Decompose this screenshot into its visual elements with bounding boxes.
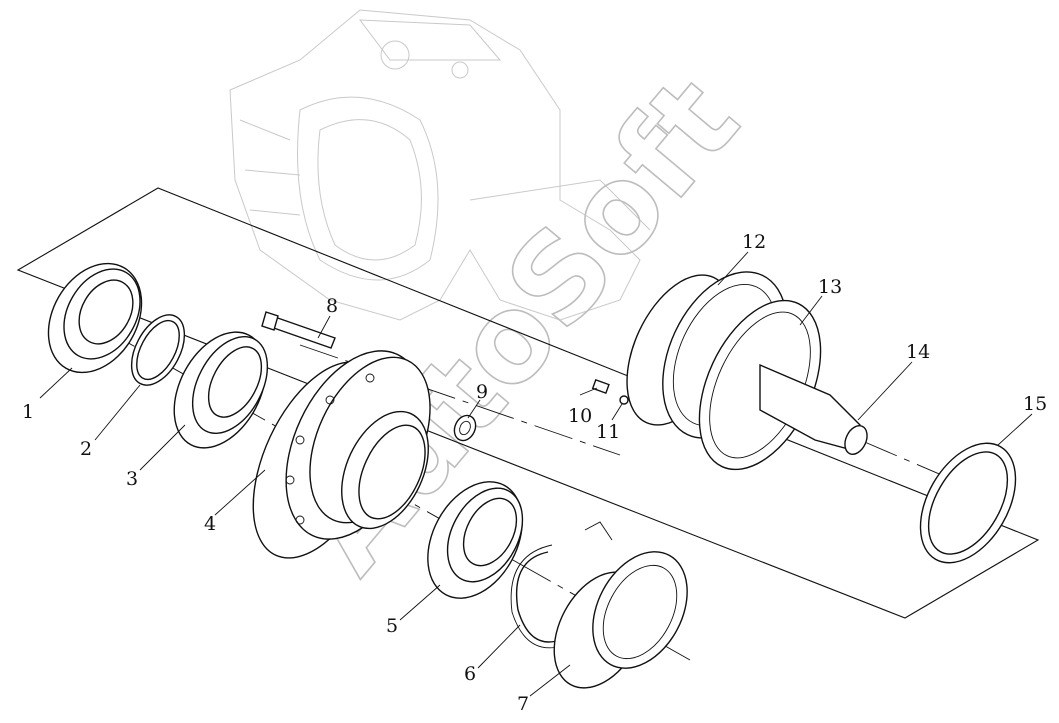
leader-lines — [39, 251, 1033, 697]
callout-8: 8 — [326, 295, 338, 317]
part-5-bearing — [427, 481, 524, 599]
leader-9 — [467, 399, 481, 419]
callout-12: 12 — [742, 231, 766, 253]
leader-3 — [139, 424, 186, 471]
leader-6 — [477, 624, 521, 669]
part-3-bearing — [173, 331, 269, 449]
leader-12 — [717, 251, 749, 286]
assembly-plane-outline — [16, 187, 1040, 619]
part-7-ring-gear — [553, 521, 688, 689]
leader-1 — [39, 367, 73, 399]
callout-7: 7 — [517, 693, 529, 715]
callout-10: 10 — [568, 405, 592, 427]
callout-11: 11 — [596, 421, 620, 443]
part-6-snap-ring — [510, 544, 563, 649]
leader-10 — [579, 387, 598, 396]
leader-15 — [997, 413, 1033, 446]
leader-11 — [611, 403, 623, 421]
leader-7 — [529, 664, 571, 697]
part-1-seal — [47, 262, 143, 374]
callout-5: 5 — [386, 615, 398, 637]
leader-13 — [799, 295, 823, 326]
callout-labels: 1 2 3 4 5 6 7 8 9 10 11 12 13 14 15 — [22, 231, 1047, 715]
part-10-screw — [591, 378, 610, 394]
callout-4: 4 — [204, 513, 216, 535]
leader-8 — [317, 315, 331, 339]
callout-13: 13 — [818, 276, 842, 298]
callout-2: 2 — [80, 438, 92, 460]
part-11-washer — [619, 395, 629, 405]
leader-2 — [94, 384, 141, 441]
part-2-snap-ring — [130, 314, 186, 386]
callout-15: 15 — [1023, 393, 1047, 415]
part-4-hub — [252, 350, 431, 559]
leader-4 — [214, 469, 266, 516]
callout-14: 14 — [906, 341, 930, 363]
part-15-o-ring — [919, 442, 1017, 564]
axle-housing-ghost — [229, 9, 651, 321]
leader-14 — [857, 361, 913, 421]
callout-6: 6 — [464, 663, 476, 685]
callout-1: 1 — [22, 401, 34, 423]
callout-9: 9 — [476, 381, 488, 403]
part-14-shaft — [759, 363, 868, 455]
part-8-bolt — [261, 311, 336, 349]
part-9-nut — [453, 414, 477, 442]
callout-3: 3 — [126, 468, 138, 490]
leader-5 — [399, 584, 441, 621]
